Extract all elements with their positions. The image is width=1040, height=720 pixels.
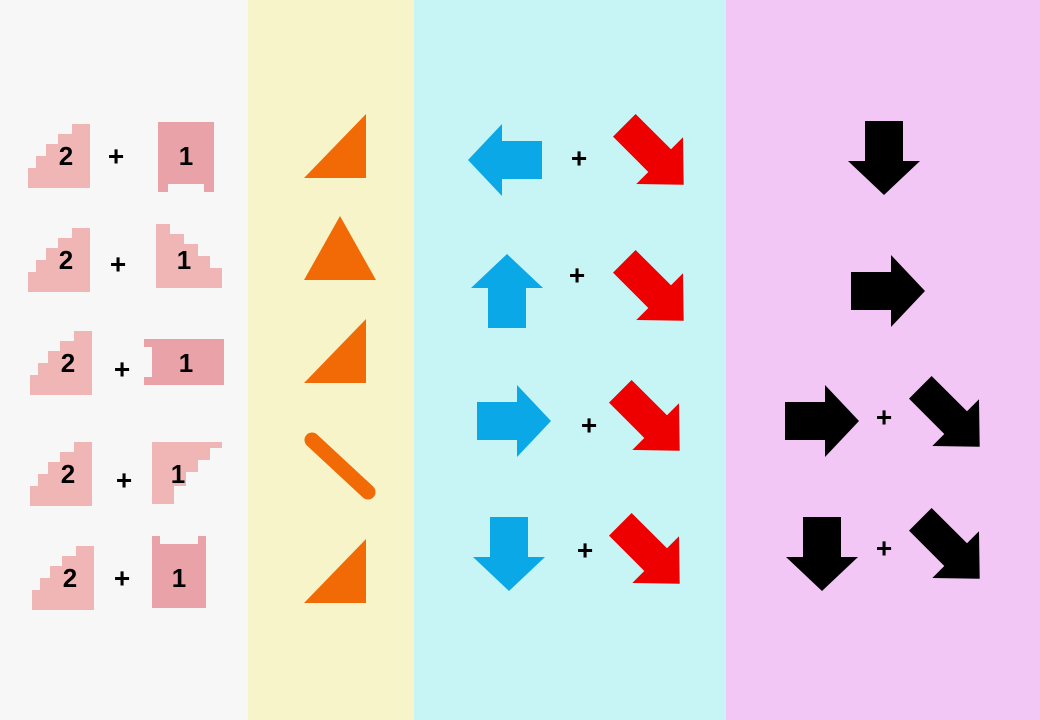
plus-sign: +	[577, 535, 593, 566]
plus-sign: +	[114, 354, 130, 385]
piece-two-shape	[28, 228, 90, 292]
piece-one-label: 1	[171, 459, 185, 489]
piece-two-label: 2	[59, 245, 73, 275]
right-arrow-icon	[851, 255, 925, 327]
down-arrow-icon	[786, 517, 858, 591]
piece-one-label: 1	[172, 563, 186, 593]
down-right-arrow-icon	[909, 508, 980, 579]
plus-sign: +	[116, 465, 132, 496]
plus-sign: +	[571, 143, 587, 174]
plus-sign: +	[110, 249, 126, 280]
right-triangle-shape	[304, 539, 366, 603]
down-arrow-icon	[473, 517, 545, 591]
piece-one-shape	[158, 122, 214, 192]
piece-two-label: 2	[59, 141, 73, 171]
piece-row-5: 2 +1	[32, 536, 206, 610]
piece-row-1: 2 +1	[28, 122, 214, 192]
piece-one-shape	[156, 224, 222, 288]
down-right-arrow-icon	[609, 380, 680, 451]
piece-two-shape	[30, 442, 92, 506]
plus-sign: +	[569, 260, 585, 291]
down-right-arrow-icon	[613, 114, 684, 185]
piece-one-label: 1	[179, 348, 193, 378]
diagonal-bar-shape	[304, 432, 376, 500]
down-right-arrow-icon	[613, 250, 684, 321]
right-triangle-shape	[304, 319, 366, 383]
plus-sign: +	[108, 141, 124, 172]
column-black-arrows-background	[726, 0, 1040, 720]
piece-one-shape	[144, 339, 224, 385]
plus-sign: +	[581, 410, 597, 441]
piece-two-shape	[28, 124, 90, 188]
plus-sign: +	[876, 402, 892, 433]
piece-one-label: 1	[179, 141, 193, 171]
down-right-arrow-icon	[609, 513, 680, 584]
down-right-arrow-icon	[909, 376, 980, 447]
down-arrow-icon	[848, 121, 920, 195]
piece-two-label: 2	[61, 348, 75, 378]
plus-sign: +	[114, 563, 130, 594]
piece-one-shape	[152, 442, 222, 504]
right-arrow-icon	[785, 385, 859, 457]
plus-sign: +	[876, 533, 892, 564]
piece-two-label: 2	[61, 459, 75, 489]
right-arrow-icon	[477, 385, 551, 457]
piece-row-4: 2 +1	[30, 442, 222, 506]
left-arrow-icon	[468, 124, 542, 196]
up-arrow-icon	[471, 254, 543, 328]
piece-row-2: 2 +1	[28, 224, 222, 292]
piece-two-shape	[32, 546, 94, 610]
piece-one-label: 1	[177, 245, 191, 275]
piece-two-shape	[30, 331, 92, 395]
piece-one-shape	[152, 536, 206, 608]
piece-two-label: 2	[63, 563, 77, 593]
right-triangle-shape	[304, 114, 366, 178]
triangle-shape	[304, 216, 376, 280]
column-colored-arrows-background	[414, 0, 726, 720]
piece-row-3: 2 +1	[30, 331, 224, 395]
